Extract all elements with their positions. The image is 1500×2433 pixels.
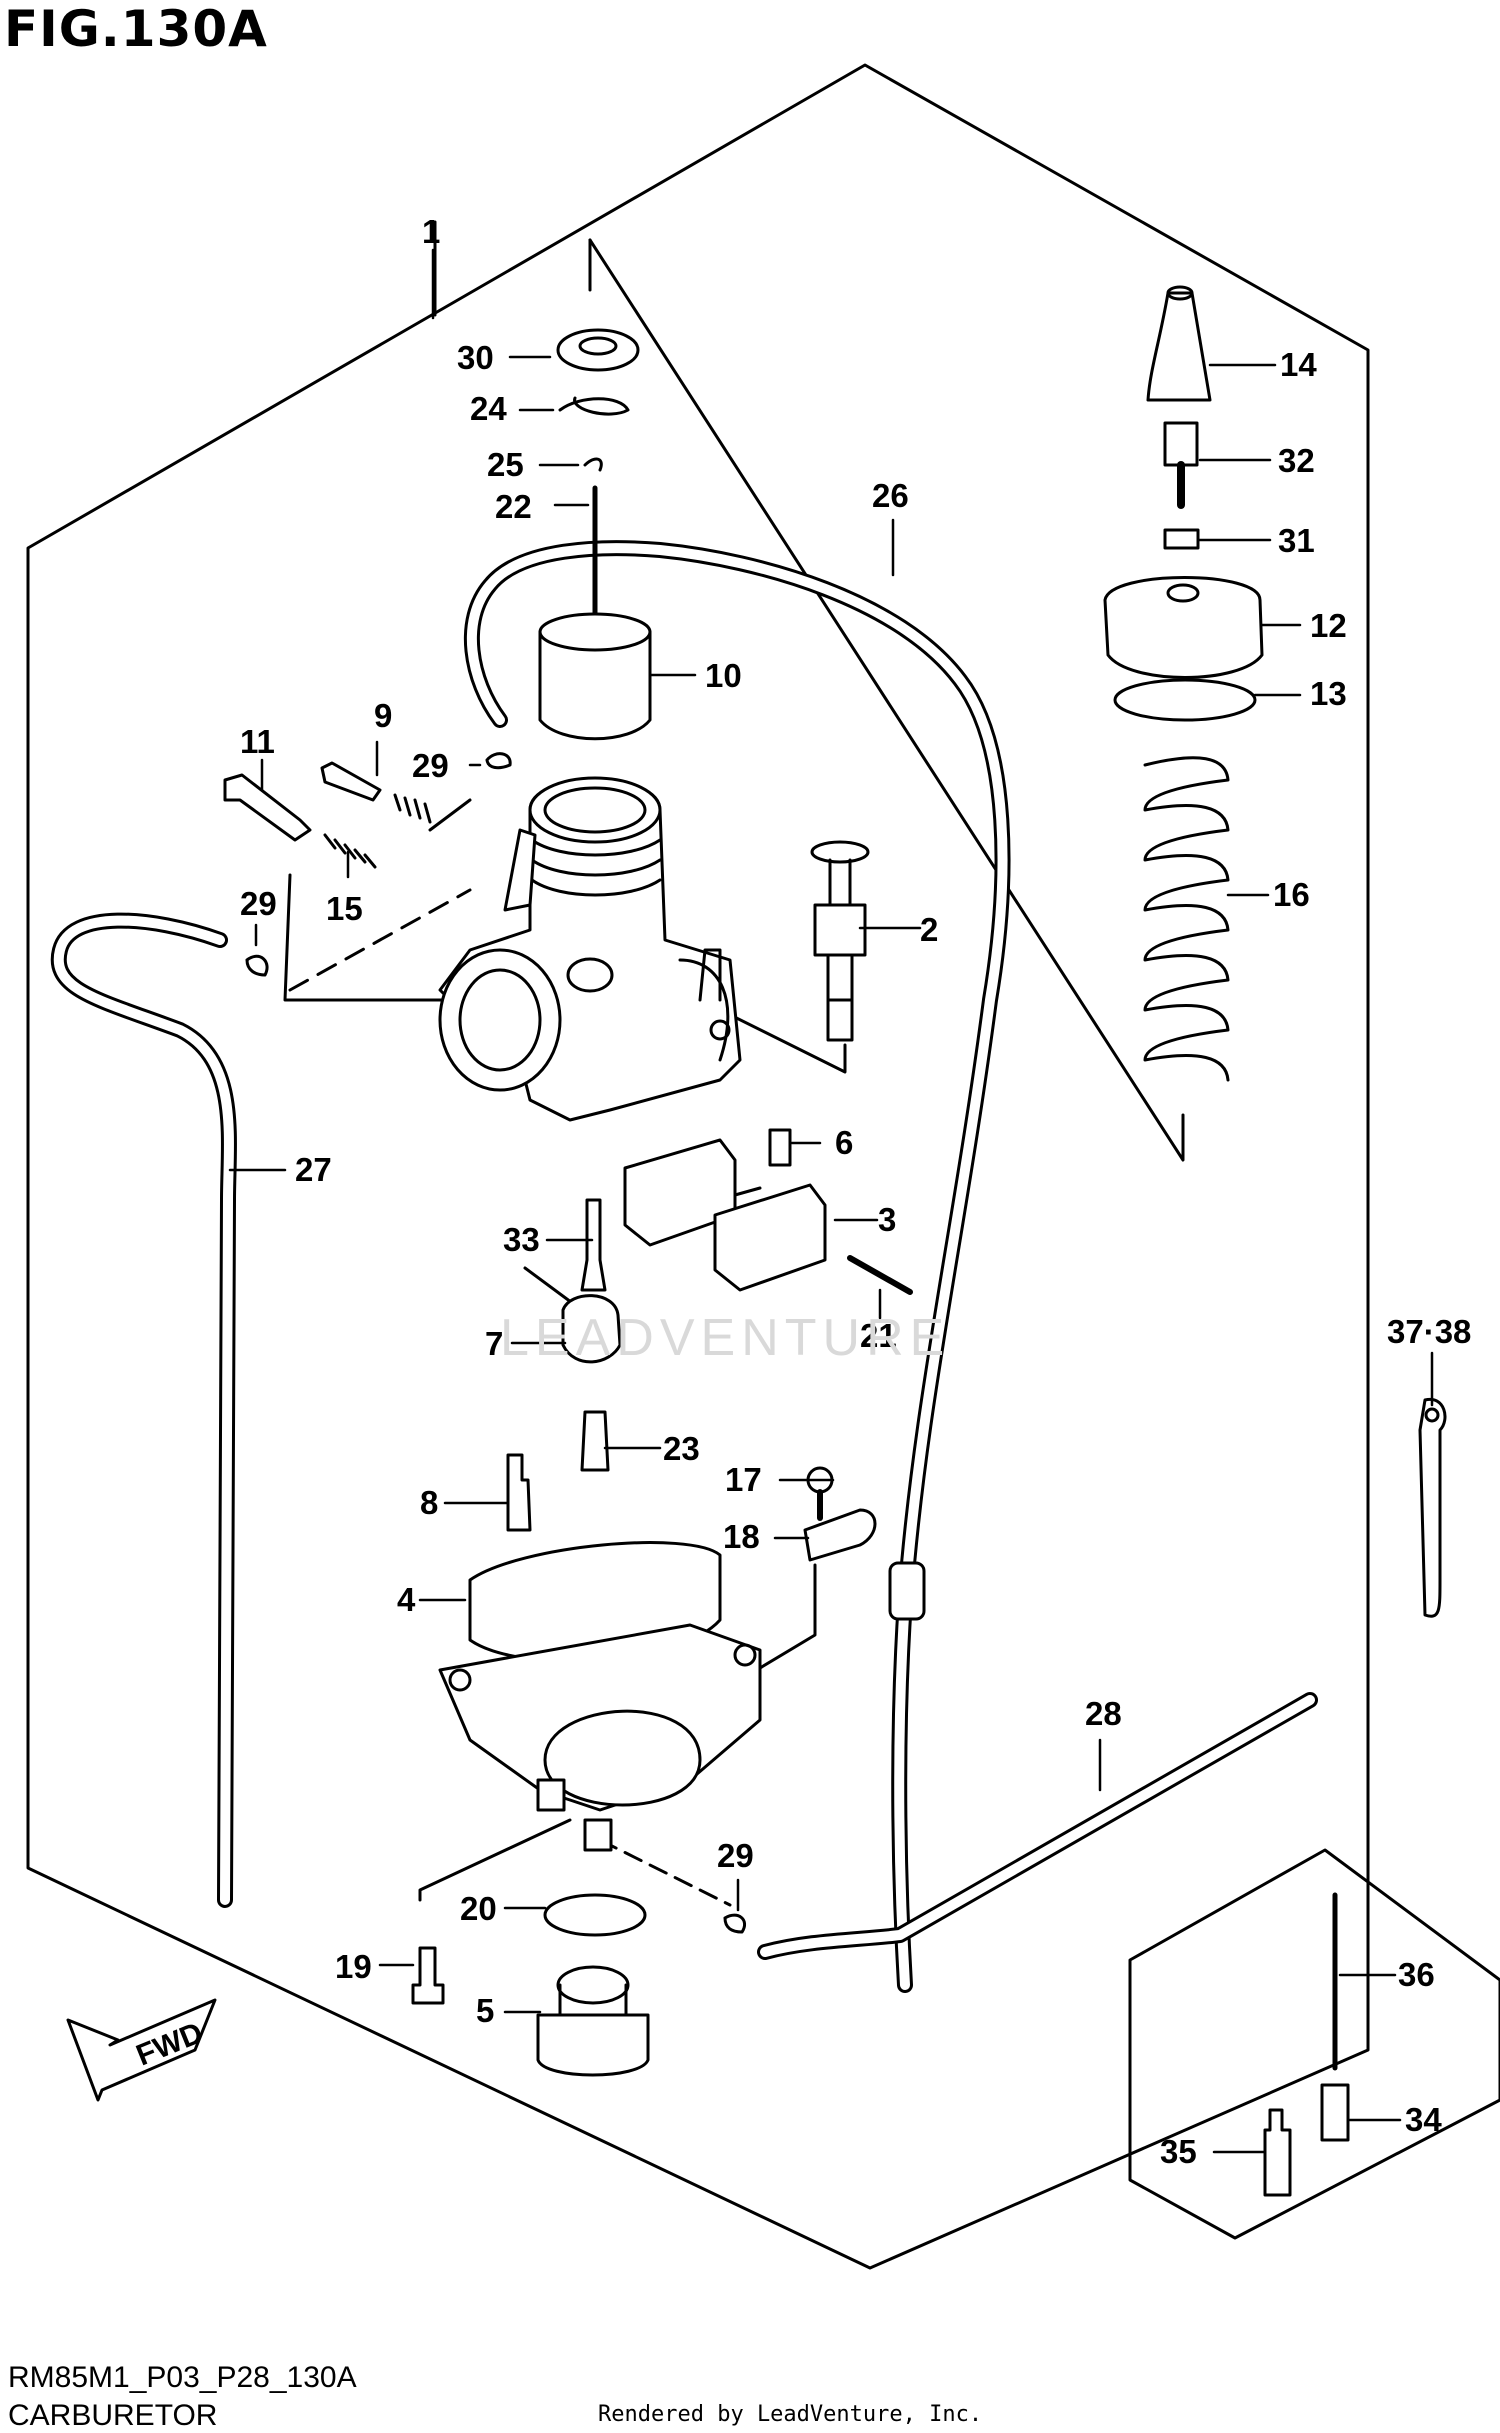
part-30-washer [556,328,640,372]
callout-21: 21 [860,1317,897,1354]
callout-19: 19 [335,1948,372,1985]
part-37-38-strap [1418,1397,1447,1618]
hose-clamp-sleeve [888,1561,926,1621]
leader-line [588,238,1185,1162]
callout-29-left: 29 [240,885,277,922]
inset-outline [1128,1848,1500,2240]
leader-line [283,873,507,1002]
part-14-boot [1146,291,1212,402]
callout-6: 6 [835,1124,853,1161]
part-24-clip [558,396,630,416]
leader-line [418,1818,572,1902]
callout-23: 23 [663,1430,700,1467]
part-11-screw [223,773,312,842]
part-29-clip-top [485,752,512,770]
figure-title: FIG.130A [4,0,268,58]
part-23-jet [580,1410,610,1472]
part-29-clip-left [245,954,269,977]
leader-line [288,888,472,992]
callout-10: 10 [705,657,742,694]
callout-labels: 1 2 3 4 5 6 7 8 9 10 11 12 13 14 15 16 1… [240,213,1471,2170]
callout-30: 30 [457,339,494,376]
callout-9: 9 [374,697,392,734]
callout-20: 20 [460,1890,497,1927]
callout-14: 14 [1280,346,1317,383]
callout-31: 31 [1278,522,1315,559]
callout-26: 26 [872,477,909,514]
part-10-throttle-valve [538,630,652,741]
figure-name: CARBURETOR [8,2399,218,2432]
callout-8: 8 [420,1484,438,1521]
callout-2: 2 [920,911,938,948]
figure-code: RM85M1_P03_P28_130A [8,2361,357,2394]
part-20-oring [543,1893,647,1937]
callout-17: 17 [725,1461,762,1498]
part-5-plug [536,2013,650,2077]
callout-16: 16 [1273,876,1310,913]
part-2-starter-plunger [810,840,870,1042]
part-9-screw [320,761,382,802]
callout-5: 5 [476,1992,494,2029]
carburetor-body [438,776,742,1122]
part-21-pin [847,1255,913,1295]
hose-27 [50,912,237,1908]
part-32-adjuster [1163,421,1199,467]
part-9-spring [393,793,432,824]
part-19-screw [411,1946,445,2005]
callout-32: 32 [1278,442,1315,479]
callout-29-bottom: 29 [717,1837,754,1874]
hose-28 [757,1692,1318,1960]
callout-22: 22 [495,488,532,525]
part-6-valve [768,1128,792,1167]
callout-15: 15 [326,890,363,927]
callout-28: 28 [1085,1695,1122,1732]
callout-29-top: 29 [412,747,449,784]
callout-18: 18 [723,1518,760,1555]
fwd-arrow [66,1998,217,2102]
callout-7: 7 [485,1325,503,1362]
leader-line [598,1838,732,1907]
callout-36: 36 [1398,1956,1435,1993]
leader-line [738,1563,817,1682]
callout-37-38: 37·38 [1387,1313,1471,1350]
callout-11: 11 [240,723,275,760]
callout-1: 1 [422,213,440,250]
part-18-plate [803,1508,877,1562]
callout-4: 4 [397,1581,416,1618]
callout-34: 34 [1405,2101,1442,2138]
part-29-clip-bottom [723,1913,747,1934]
part-8-jet [506,1453,532,1532]
callout-leaders [228,248,1434,2154]
part-13-oring [1113,678,1257,722]
callout-35: 35 [1160,2133,1197,2170]
watermark: LEADVENTURE [500,1309,950,1367]
part-34-jet [1320,2083,1350,2142]
render-credit: Rendered by LeadVenture, Inc. [598,2402,983,2427]
leader-line [428,798,472,832]
callout-33: 33 [503,1221,540,1258]
float-chamber [438,1623,762,1852]
part-35-jet [1263,2108,1292,2197]
part-12-cap [1103,576,1264,679]
callout-13: 13 [1310,675,1347,712]
part-33-jet [580,1198,607,1292]
part-15-spring [323,833,377,869]
callout-24: 24 [470,390,507,427]
callout-25: 25 [487,446,524,483]
part-16-spring [1143,756,1230,1082]
callout-12: 12 [1310,607,1347,644]
callout-27: 27 [295,1151,332,1188]
part-7-holder [561,1294,622,1364]
part-25-clip [583,457,603,472]
assembly-outline [26,63,1370,2270]
callout-3: 3 [878,1201,896,1238]
part-31-nut [1163,528,1200,550]
